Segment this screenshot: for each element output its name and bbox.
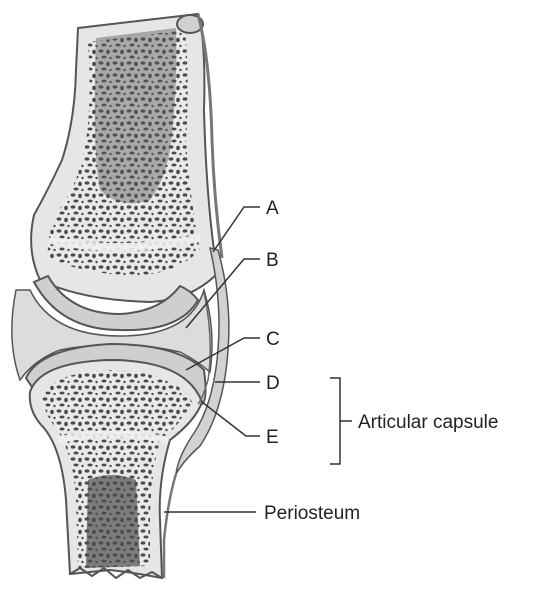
label-E: E bbox=[266, 427, 279, 448]
label-C: C bbox=[266, 329, 280, 350]
capsule-bracket bbox=[330, 378, 340, 464]
lower-bone-periosteum bbox=[164, 474, 176, 578]
label-articular-capsule: Articular capsule bbox=[358, 412, 498, 433]
label-A: A bbox=[266, 198, 279, 219]
lower-bone-marrow bbox=[86, 475, 140, 568]
label-periosteum: Periosteum bbox=[264, 503, 360, 524]
label-B: B bbox=[266, 250, 279, 271]
label-D: D bbox=[266, 373, 280, 394]
